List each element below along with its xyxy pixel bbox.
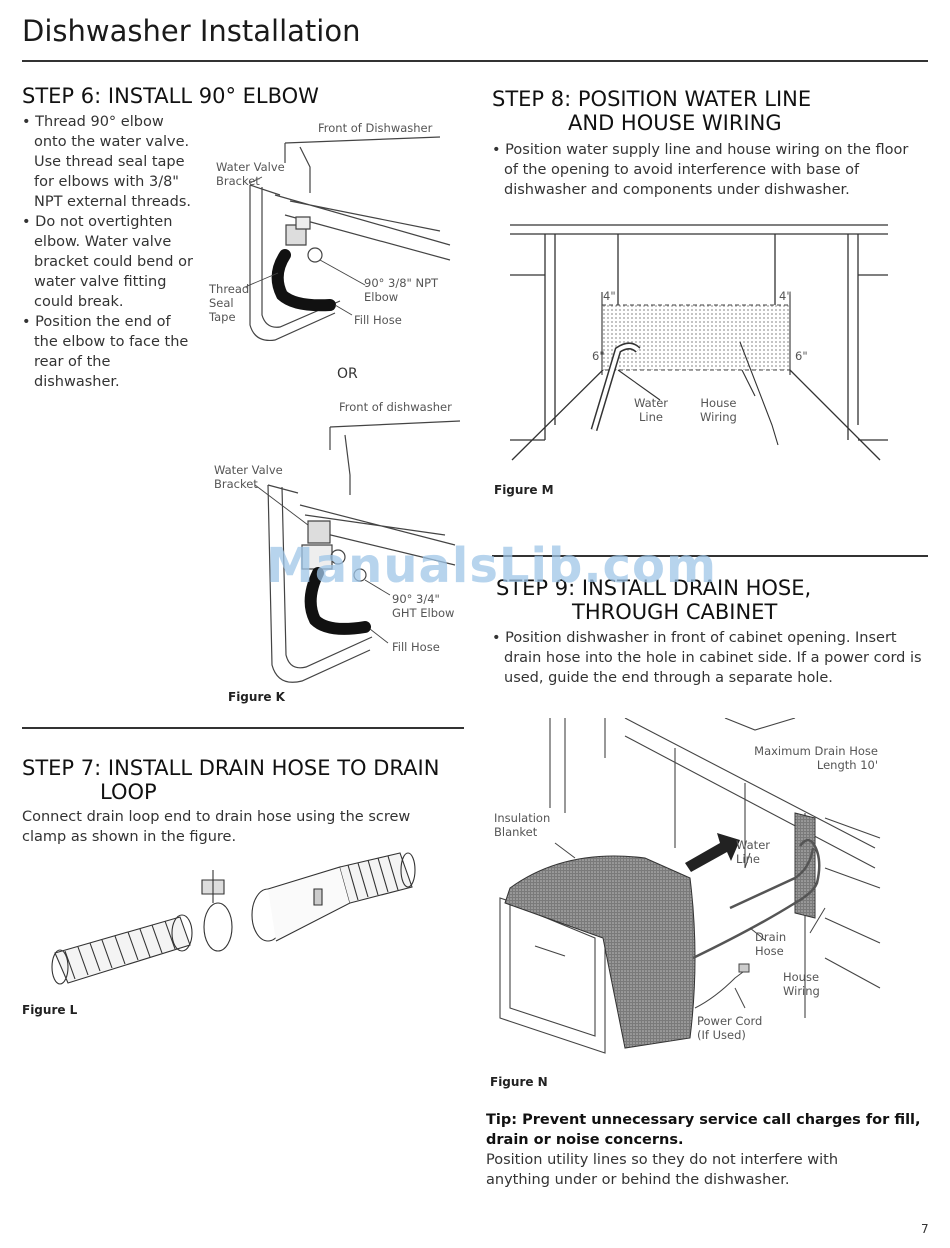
fig-k-label-hose: Fill Hose (354, 313, 402, 327)
fig-m-label-house-wiring: House Wiring (700, 396, 737, 424)
step8-bullet: Position water supply line and house wir… (492, 140, 912, 200)
fig-n-label-house-wiring: House Wiring (783, 970, 820, 998)
step9-bullet-wrap: Position dishwasher in front of cabinet … (492, 628, 922, 688)
figure-m-caption: Figure M (494, 483, 554, 497)
figure-k-elbow-npt (200, 115, 470, 355)
fig-n-label-water-line: Water Line (736, 838, 770, 866)
fig-k-label-front-2: Front of dishwasher (339, 400, 452, 414)
step6-bullet: Do not overtighten elbow. Water valve br… (22, 212, 198, 312)
fig-k-label-elbow: 90° 3/8" NPT Elbow (364, 276, 439, 304)
step9-bullets: Position dishwasher in front of cabinet … (492, 628, 922, 688)
figure-k-elbow-ght (210, 395, 470, 695)
fig-n-label-drain-hose: Drain Hose (755, 930, 787, 958)
fig-k-label-hose-2: Fill Hose (392, 640, 440, 654)
fig-m-label-water-line: Water Line (634, 396, 668, 424)
step9-bullet: Position dishwasher in front of cabinet … (492, 628, 922, 688)
figure-n-caption: Figure N (490, 1075, 548, 1089)
step7-rule (22, 727, 464, 729)
fig-m-dim-4-right: 4" (779, 289, 792, 303)
step9-rule (492, 555, 928, 557)
fig-n-label-max-length: Maximum Drain Hose Length 10' (754, 744, 878, 772)
fig-m-dim-6-right: 6" (795, 349, 808, 363)
figure-l-drain-connection (40, 845, 425, 995)
step8-bullets: Position water supply line and house wir… (492, 140, 912, 200)
step8-heading-line2: AND HOUSE WIRING (568, 111, 782, 135)
tip-body: Position utility lines so they do not in… (486, 1152, 839, 1188)
step8-heading: STEP 8: POSITION WATER LINE (492, 87, 812, 111)
figure-k-caption: Figure K (228, 690, 285, 704)
fig-k-label-front: Front of Dishwasher (318, 121, 433, 135)
fig-k-label-elbow-2: 90° 3/4" GHT Elbow (392, 592, 455, 620)
or-separator: OR (337, 366, 358, 382)
step6-bullet: Position the end of the elbow to face th… (22, 312, 198, 392)
figure-l-caption: Figure L (22, 1003, 78, 1017)
step6-bullets: Thread 90° elbow onto the water valve. U… (22, 112, 198, 392)
title-rule (22, 60, 928, 62)
step7-body: Connect drain loop end to drain hose usi… (22, 809, 411, 845)
fig-k-label-tape: Thread Seal Tape (209, 282, 250, 324)
step7-heading-line2: LOOP (100, 780, 157, 804)
page-title: Dishwasher Installation (22, 14, 361, 48)
fig-m-dim-4-left: 4" (603, 289, 616, 303)
watermark: ManualsLib.com (266, 538, 717, 594)
fig-k-label-bracket-2: Water Valve Bracket (214, 463, 283, 491)
figure-m-opening (510, 220, 890, 465)
step6-bullet: Thread 90° elbow onto the water valve. U… (22, 112, 198, 212)
tip-heading: Tip: Prevent unnecessary service call ch… (486, 1112, 921, 1148)
page-number: 7 (921, 1222, 929, 1236)
step7-heading: STEP 7: INSTALL DRAIN HOSE TO DRAIN (22, 756, 440, 780)
fig-k-label-bracket: Water Valve Bracket (216, 160, 285, 188)
step6-heading: STEP 6: INSTALL 90° ELBOW (22, 84, 319, 108)
step9-heading: STEP 9: INSTALL DRAIN HOSE, (496, 576, 812, 600)
figure-n-install (495, 718, 885, 1058)
step8-bullet-wrap: Position water supply line and house wir… (492, 140, 912, 200)
fig-m-dim-6-left: 6" (592, 349, 605, 363)
fig-n-label-insulation: Insulation Blanket (494, 811, 551, 839)
fig-n-label-power-cord: Power Cord (If Used) (697, 1014, 763, 1042)
step9-heading-line2: THROUGH CABINET (572, 600, 778, 624)
